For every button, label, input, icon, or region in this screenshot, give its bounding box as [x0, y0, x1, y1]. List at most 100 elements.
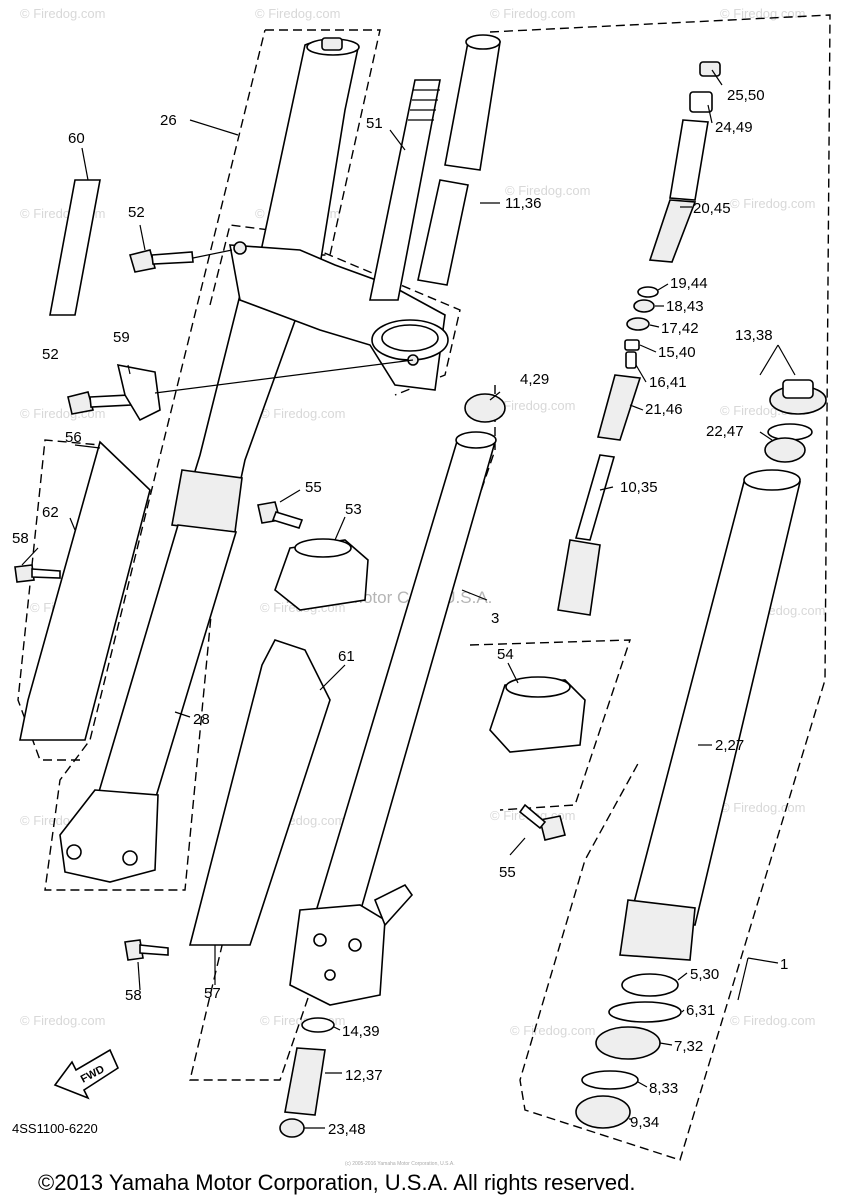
oil-seal-7: [595, 1026, 661, 1060]
part-label: 20,45: [693, 200, 731, 217]
clamp-54-hole: [505, 676, 571, 698]
bushing-5: [621, 973, 679, 997]
axle-bracket-left: [59, 789, 159, 883]
seal-22: [764, 437, 806, 463]
stem-thread: [408, 89, 440, 121]
watermark: © Firedog.com: [505, 183, 590, 198]
watermark: © Firedog.com: [490, 6, 575, 21]
bolt-55-lower: [539, 815, 566, 841]
part-label: 28: [193, 711, 210, 728]
fork-cap: [764, 379, 827, 463]
under-bracket: [229, 241, 449, 391]
part-label: 24,49: [715, 119, 753, 136]
bolt-52-upper-shank: [151, 251, 194, 265]
axle-hole: [66, 844, 82, 860]
guard-56: [19, 440, 151, 741]
part-label: 56: [65, 429, 82, 446]
part-label: 21,46: [645, 401, 683, 418]
part-label: 16,41: [649, 374, 687, 391]
axle-hole: [324, 969, 336, 981]
strip-60: [49, 179, 101, 316]
part-label: 1: [780, 956, 788, 973]
watermark: © Firedog.com: [730, 196, 815, 211]
part-label: 12,37: [345, 1067, 383, 1084]
clamp-53-hole: [294, 538, 352, 558]
watermark: © Firedog.com: [510, 1023, 595, 1038]
clamp-53: [274, 539, 369, 611]
diagram-code: 4SS1100-6220: [12, 1121, 98, 1136]
inner-tube-right-body: [628, 477, 801, 926]
bolt-55-upper-shank: [271, 511, 304, 529]
clip-8: [581, 1070, 639, 1090]
part-label: 13,38: [735, 327, 773, 344]
bolt-58-upper-shank: [31, 568, 61, 579]
leader-lines: [21, 69, 796, 1129]
part-label: 7,32: [674, 1038, 703, 1055]
part-label: 19,44: [670, 275, 708, 292]
part-label: 6,31: [686, 1002, 715, 1019]
group-outlines: [17, 14, 831, 1161]
bracket-pin: [233, 241, 247, 255]
part-label: 4,29: [520, 371, 549, 388]
base-valve-12: [284, 1047, 326, 1116]
clamps: [274, 538, 586, 753]
part-label: 5,30: [690, 966, 719, 983]
washer-14: [301, 1017, 335, 1033]
bolt-55-lower-shank: [518, 803, 547, 830]
inner-tube-right: [619, 469, 801, 961]
guards: [19, 179, 331, 946]
damper-rod-10: [574, 454, 616, 541]
bolt-52-upper: [128, 249, 157, 273]
inner-tube-upper: [417, 34, 501, 286]
part-label: 52: [128, 204, 145, 221]
guard-group-outline: [17, 439, 101, 761]
inner-tube-left: [289, 393, 506, 1006]
clamp-54: [489, 679, 586, 753]
inner-tube-3-rim: [455, 431, 497, 449]
bolt-58-lower: [124, 939, 144, 961]
fwd-arrow-icon: [53, 1048, 120, 1100]
part-label: 62: [42, 504, 59, 521]
bolt-52-lower: [67, 391, 95, 415]
bolt-58-lower-shank: [139, 944, 169, 956]
bolt-23: [279, 1118, 305, 1138]
axle-holder-arm: [373, 883, 414, 927]
part-label: 52: [42, 346, 59, 363]
damper-piston: [557, 539, 601, 616]
part-label: 59: [113, 329, 130, 346]
locknut: [689, 91, 713, 113]
copyright-text: ©2013 Yamaha Motor Corporation, U.S.A. A…: [38, 1170, 635, 1195]
part-label: 10,35: [620, 479, 658, 496]
part-label: 22,47: [706, 423, 744, 440]
part-label: 51: [366, 115, 383, 132]
inner-tube-right-band: [619, 899, 696, 961]
inner-tube-upper-top: [444, 41, 501, 171]
watermark: © Firedog.com: [490, 398, 575, 413]
part-label: 3: [491, 610, 499, 627]
watermark: © Firedog.com: [20, 6, 105, 21]
part-label: 14,39: [342, 1023, 380, 1040]
part-label: 2,27: [715, 737, 744, 754]
rebound-rod-upper: [669, 119, 709, 201]
axle-hole: [348, 938, 362, 952]
part-label: 26: [160, 112, 177, 129]
fork-cap-top: [782, 379, 814, 399]
bolt-16: [625, 351, 637, 369]
steering-stem-shaft: [369, 79, 441, 301]
collar-15: [624, 339, 640, 351]
damper-cartridge: [557, 61, 721, 616]
bracket-59: [116, 363, 161, 422]
part-label: 53: [345, 501, 362, 518]
inner-tube-upper-bottom: [417, 179, 469, 286]
washer-6: [608, 1001, 682, 1023]
part-label: 54: [497, 646, 514, 663]
watermark: © Firedog.com: [260, 406, 345, 421]
bushings: [575, 973, 682, 1129]
cap-nut: [699, 61, 721, 77]
watermark: © Firedog.com: [720, 800, 805, 815]
fwd-arrow: FWD: [53, 1048, 120, 1100]
inner-tube-right-rim: [743, 469, 801, 491]
part-label: 55: [499, 864, 516, 881]
bolt-58-upper: [14, 564, 35, 583]
